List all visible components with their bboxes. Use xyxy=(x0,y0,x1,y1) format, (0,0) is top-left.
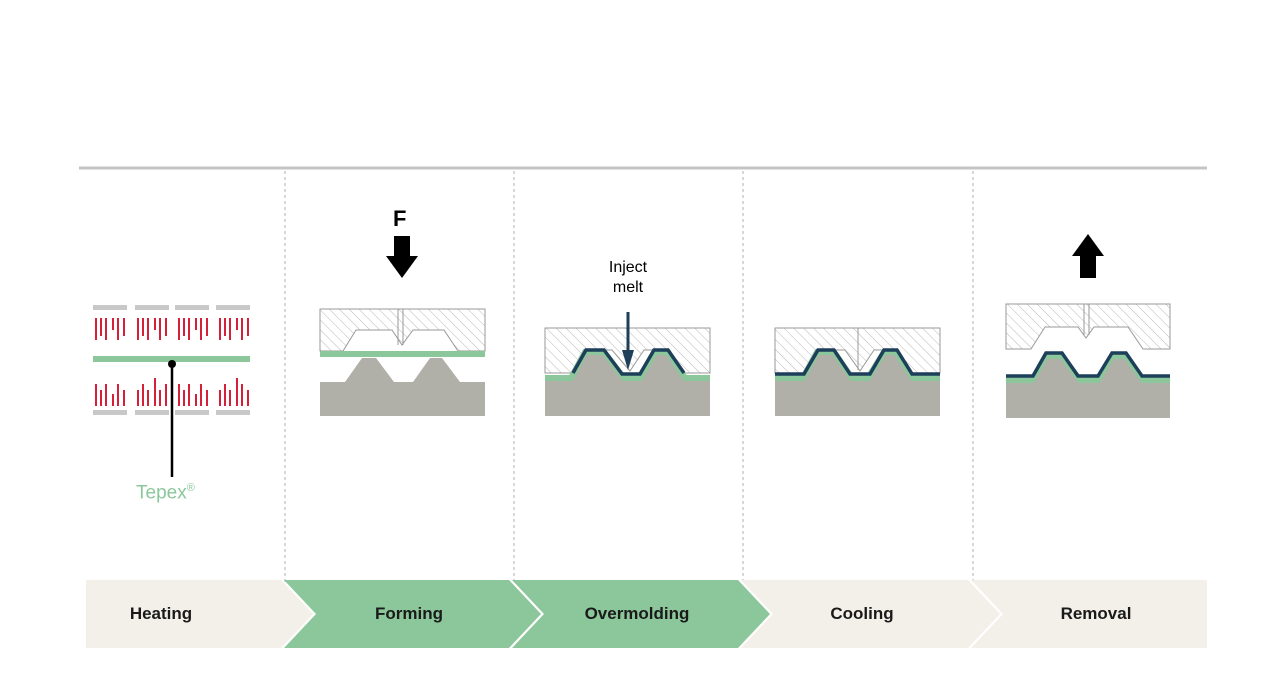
removal-illustration xyxy=(1005,234,1171,418)
melt-layer xyxy=(571,348,686,376)
step-removal xyxy=(971,580,1207,648)
tepex-leader-dot xyxy=(168,360,176,368)
lower-heater-elements xyxy=(95,378,249,406)
forming-illustration xyxy=(319,236,486,416)
inject-label-line1: Inject xyxy=(608,259,648,276)
step-label-heating: Heating xyxy=(129,604,193,623)
lower-mold xyxy=(545,352,710,416)
step-heating xyxy=(86,580,313,648)
step-label-forming: Forming xyxy=(375,604,443,623)
inject-label-line2: melt xyxy=(612,279,644,296)
step-label-cooling: Cooling xyxy=(830,604,894,623)
heating-illustration xyxy=(93,305,250,477)
force-label: F xyxy=(393,206,407,231)
melt-layer xyxy=(775,348,940,376)
tepex-sheet xyxy=(93,356,250,362)
lower-mold xyxy=(1006,356,1170,418)
overmolding-illustration xyxy=(544,312,711,416)
arrow-up-icon xyxy=(1072,234,1104,278)
step-overmolding xyxy=(512,580,770,648)
tepex-label: Tepex® xyxy=(136,482,195,504)
step-cooling xyxy=(741,580,1000,648)
melt-layer xyxy=(1006,351,1170,378)
cooling-illustration xyxy=(774,327,941,416)
step-label-overmolding: Overmolding xyxy=(584,604,690,623)
lower-heater-plates xyxy=(93,410,250,415)
column-separators xyxy=(284,171,974,582)
tepex-trademark: ® xyxy=(186,482,195,494)
inject-arrow-icon xyxy=(622,312,634,370)
lower-mold xyxy=(775,352,940,416)
inject-melt-label: Inject melt xyxy=(598,258,658,298)
upper-heater-elements xyxy=(95,318,249,340)
arrow-down-icon xyxy=(386,236,418,278)
upper-heater-plates xyxy=(93,305,250,310)
upper-mold xyxy=(1005,303,1171,350)
tepex-sheet-forming xyxy=(320,351,485,357)
tepex-label-text: Tepex xyxy=(136,482,187,504)
step-bar xyxy=(86,580,1207,648)
step-forming xyxy=(284,580,541,648)
lower-mold xyxy=(320,358,485,416)
step-label-removal: Removal xyxy=(1060,604,1132,623)
